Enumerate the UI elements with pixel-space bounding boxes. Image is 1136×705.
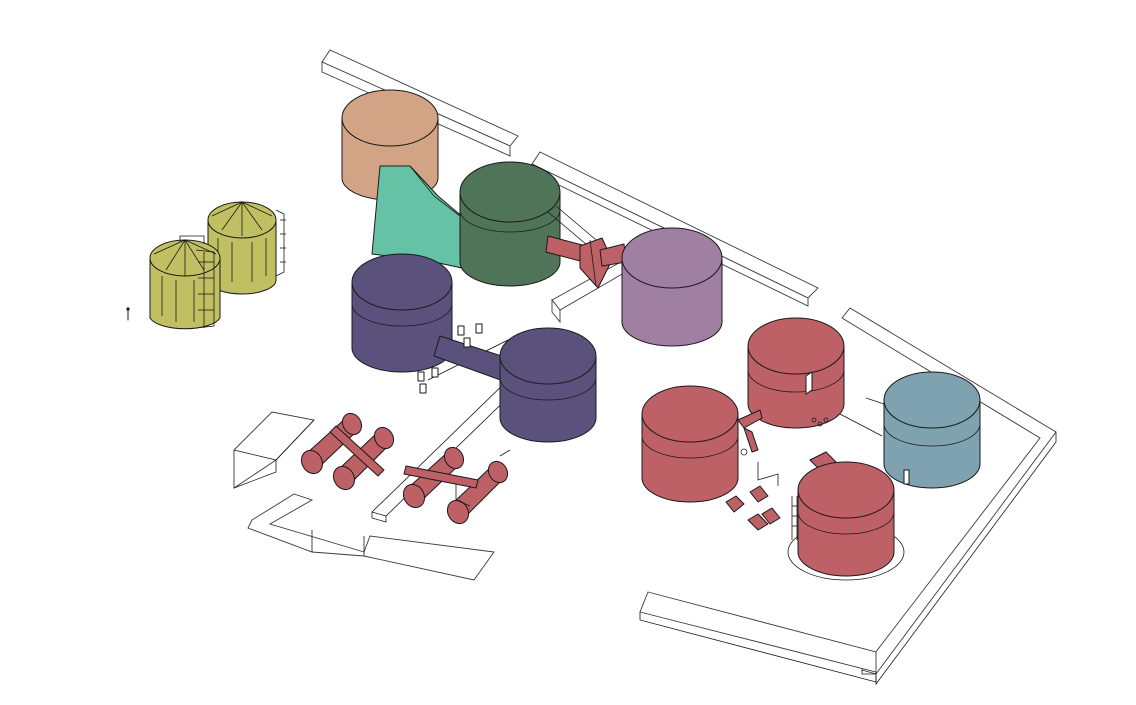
horizontal-vessels-west: [300, 412, 511, 525]
person-figure: [126, 307, 130, 321]
forest-tank: [459, 161, 561, 287]
wall-south-east: [639, 591, 877, 673]
brick-tank-west: [641, 385, 739, 503]
wall-south-west: [247, 493, 495, 581]
valve-cluster: [545, 205, 627, 289]
olive-silo-front: [149, 235, 221, 330]
indigo-tank-small: [499, 327, 597, 443]
posts-cluster: [417, 323, 483, 394]
wall-middle-face: [551, 298, 561, 324]
pipe-fitting: [737, 409, 883, 453]
brick-tank-south: [787, 461, 905, 581]
brick-tank-north: [747, 317, 845, 429]
slate-tank: [865, 371, 981, 489]
olive-silo-back: [207, 201, 286, 295]
mauve-tank: [621, 227, 723, 347]
indigo-tank-large: [351, 253, 453, 373]
block-west: [233, 411, 315, 489]
small-blocks: [725, 448, 837, 531]
